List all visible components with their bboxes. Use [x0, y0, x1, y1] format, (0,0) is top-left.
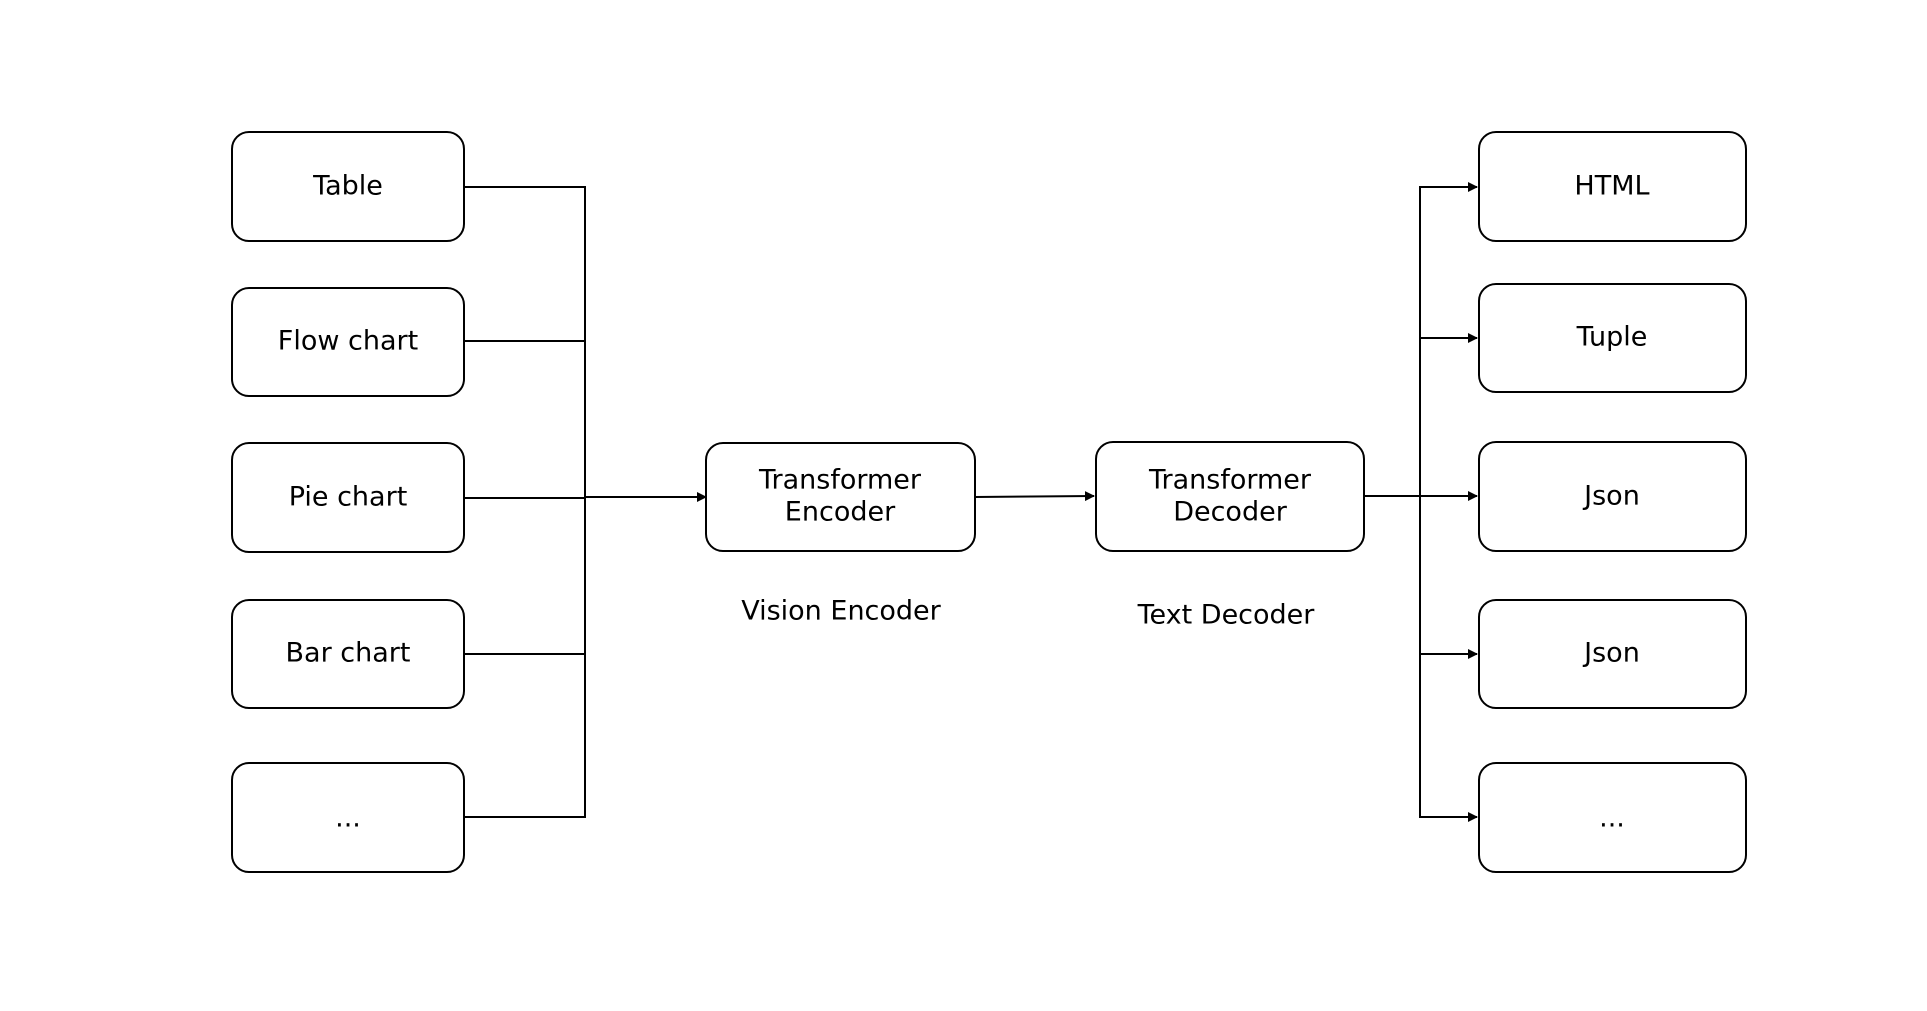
output-node-label: Tuple — [1576, 322, 1648, 353]
decoder-label-line2: Decoder — [1173, 497, 1288, 528]
output-node-html: HTML — [1478, 131, 1747, 242]
output-node-more: ... — [1478, 762, 1747, 873]
encoder-label-line2: Encoder — [785, 497, 896, 528]
input-connectors — [464, 186, 707, 818]
input-node-more: ... — [231, 762, 465, 873]
output-node-label: HTML — [1574, 171, 1649, 202]
input-node-table: Table — [231, 131, 465, 242]
output-node-json-1: Json — [1478, 441, 1747, 552]
transformer-encoder-node: Transformer Encoder — [705, 442, 976, 552]
input-node-label: Pie chart — [289, 482, 408, 513]
output-connectors — [1364, 182, 1478, 822]
output-node-label: ... — [1599, 803, 1625, 834]
input-node-bar-chart: Bar chart — [231, 599, 465, 709]
output-node-label: Json — [1582, 481, 1640, 512]
output-node-label: Json — [1582, 638, 1640, 669]
output-node-json-2: Json — [1478, 599, 1747, 709]
input-node-label: ... — [335, 803, 361, 834]
input-node-pie-chart: Pie chart — [231, 442, 465, 553]
transformer-decoder-node: Transformer Decoder — [1095, 441, 1365, 552]
arrow-encoder-to-decoder — [974, 491, 1095, 502]
input-node-label: Flow chart — [278, 326, 418, 357]
input-node-flow-chart: Flow chart — [231, 287, 465, 397]
input-node-label: Bar chart — [286, 638, 411, 669]
decoder-label-line1: Transformer — [1148, 465, 1312, 496]
input-node-label: Table — [312, 171, 383, 202]
output-node-tuple: Tuple — [1478, 283, 1747, 393]
text-decoder-caption: Text Decoder — [1137, 600, 1316, 631]
encoder-label-line1: Transformer — [758, 465, 922, 496]
vision-encoder-caption: Vision Encoder — [741, 596, 941, 627]
